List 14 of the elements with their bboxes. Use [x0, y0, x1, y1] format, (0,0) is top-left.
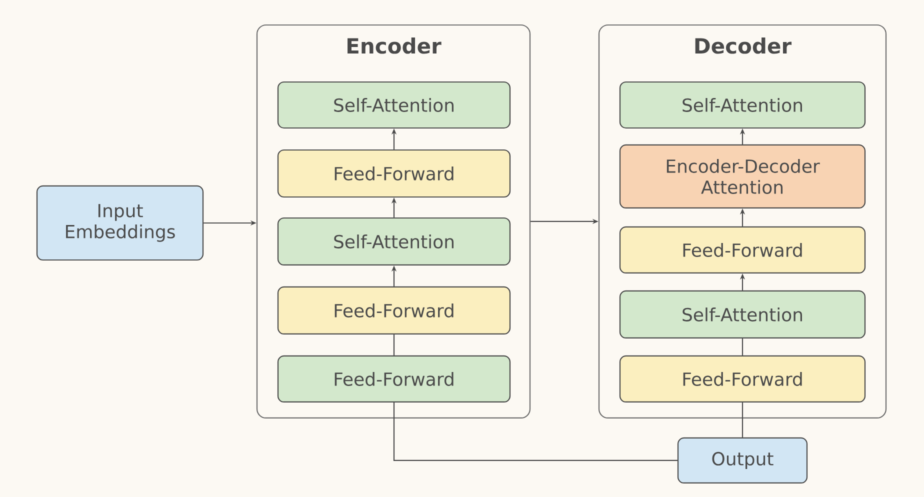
layer-box: Feed-Forward: [277, 355, 511, 403]
layer-box: Encoder-Decoder Attention: [619, 144, 866, 209]
layer-box: Self-Attention: [277, 81, 511, 129]
layer-box: Self-Attention: [277, 217, 511, 266]
panel-title: Decoder: [695, 38, 792, 54]
layer-box: Feed-Forward: [619, 226, 866, 274]
layer-box: Feed-Forward: [277, 149, 511, 198]
layer-box: Feed-Forward: [277, 286, 511, 335]
panel-title: Encoder: [348, 38, 442, 54]
layer-box: Feed-Forward: [619, 355, 866, 403]
layer-box: Self-Attention: [619, 290, 866, 339]
output-box: Output: [677, 437, 808, 484]
input-box: Input Embeddings: [36, 185, 204, 261]
layer-box: Self-Attention: [619, 81, 866, 129]
